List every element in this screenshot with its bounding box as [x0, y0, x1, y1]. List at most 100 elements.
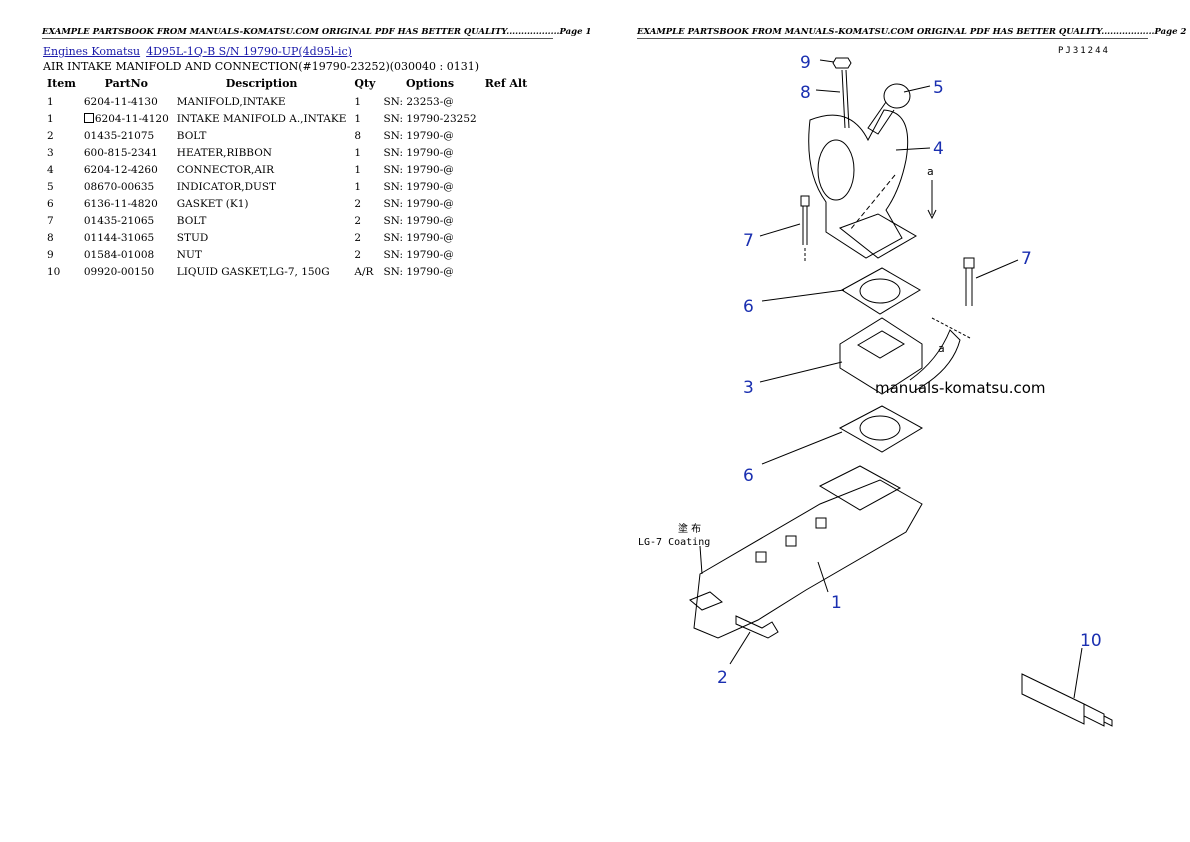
cell-partno-text: 01144-31065	[83, 231, 155, 244]
cell-options: SN: 23253-@	[379, 93, 480, 110]
cell-options: SN: 19790-@	[379, 127, 480, 144]
cell-qty: 8	[350, 127, 379, 144]
callout-3: 3	[743, 378, 754, 398]
cell-options: SN: 19790-@	[379, 144, 480, 161]
cell-item: 9	[43, 246, 80, 263]
cell-description: GASKET (K1)	[173, 195, 351, 212]
cell-description-text: BOLT	[176, 214, 207, 227]
cell-partno-text: 600-815-2341	[83, 146, 158, 159]
cell-qty-text: 1	[354, 146, 362, 159]
callout-6-lower: 6	[743, 466, 754, 486]
page-banner-1: EXAMPLE PARTSBOOK FROM MANUALS-KOMATSU.C…	[42, 27, 592, 39]
cell-options-text: SN: 19790-@	[383, 146, 454, 159]
cell-description-text: BOLT	[176, 129, 207, 142]
cell-item-text: 1	[47, 112, 54, 125]
cell-ref-alt	[481, 144, 532, 161]
callout-5: 5	[933, 78, 944, 98]
cell-qty-text: 2	[354, 214, 362, 227]
parts-diagram: PJ31244	[638, 46, 1113, 727]
cell-partno: 09920-00150	[80, 263, 173, 280]
cell-options: SN: 19790-@	[379, 161, 480, 178]
callout-6-upper: 6	[743, 297, 754, 317]
cell-item-text: 4	[47, 163, 54, 176]
header-qty: Qty	[354, 77, 376, 90]
cell-item: 6	[43, 195, 80, 212]
cell-options-text: SN: 19790-@	[383, 197, 454, 210]
cell-partno-text: 6204-11-4130	[83, 95, 158, 108]
cell-item-text: 10	[47, 265, 61, 278]
cell-item: 1	[43, 93, 80, 110]
checkbox-icon	[83, 112, 94, 123]
cell-ref-alt	[481, 161, 532, 178]
cell-options-text: SN: 19790-@	[383, 180, 454, 193]
cell-item-text: 6	[47, 197, 54, 210]
cell-qty-text: 2	[354, 231, 362, 244]
cell-options-text: SN: 19790-@	[383, 214, 454, 227]
coating-jp-label: 塗 布	[678, 522, 701, 535]
cell-qty: 1	[350, 161, 379, 178]
cell-description-text: CONNECTOR,AIR	[176, 163, 274, 176]
cell-partno-text: 01435-21075	[83, 129, 155, 142]
cell-item: 5	[43, 178, 80, 195]
cell-options: SN: 19790-@	[379, 212, 480, 229]
cell-description: BOLT	[173, 212, 351, 229]
cell-qty: 1	[350, 93, 379, 110]
cell-qty-text: 2	[354, 197, 362, 210]
page-banner-2: EXAMPLE PARTSBOOK FROM MANUALS-KOMATSU.C…	[637, 27, 1187, 39]
header-partno: PartNo	[104, 77, 149, 90]
watermark: manuals-komatsu.com	[875, 379, 1046, 397]
cell-qty: 1	[350, 144, 379, 161]
cell-description-text: INTAKE MANIFOLD A.,INTAKE	[176, 112, 347, 125]
cell-item-text: 5	[47, 180, 54, 193]
cell-options-text: SN: 19790-23252	[383, 112, 477, 125]
header-ref-alt: Ref Alt	[484, 77, 528, 90]
cell-partno: 01435-21065	[80, 212, 173, 229]
table-row: 10 09920-00150 LIQUID GASKET,LG-7, 150G A/R…	[43, 263, 531, 280]
cell-description: HEATER,RIBBON	[173, 144, 351, 161]
cell-partno-text: 08670-00635	[83, 180, 155, 193]
cell-qty-text: A/R	[354, 265, 374, 278]
cell-description-text: MANIFOLD,INTAKE	[176, 95, 286, 108]
cell-options-text: SN: 19790-@	[383, 163, 454, 176]
cell-description: CONNECTOR,AIR	[173, 161, 351, 178]
cell-partno: 6204-11-4130	[80, 93, 173, 110]
cell-description: INTAKE MANIFOLD A.,INTAKE	[173, 110, 351, 127]
cell-item: 7	[43, 212, 80, 229]
parts-table: Item PartNo Description Qty Options Ref …	[43, 76, 531, 280]
table-header-row: Item PartNo Description Qty Options Ref …	[43, 76, 531, 93]
cell-qty-text: 1	[354, 180, 362, 193]
diagram-code: PJ31244	[1058, 46, 1110, 56]
cell-qty-text: 8	[354, 129, 362, 142]
cell-partno-text: 6204-11-4120	[94, 112, 169, 125]
callout-2: 2	[717, 668, 728, 688]
cell-description: STUD	[173, 229, 351, 246]
cell-options-text: SN: 19790-@	[383, 231, 454, 244]
cell-description: LIQUID GASKET,LG-7, 150G	[173, 263, 351, 280]
cell-description-text: LIQUID GASKET,LG-7, 150G	[176, 265, 330, 278]
breadcrumb-link-model[interactable]: 4D95L-1Q-B S/N 19790-UP(4d95l-ic)	[146, 45, 352, 58]
cell-item-text: 9	[47, 248, 54, 261]
cell-description-text: GASKET (K1)	[176, 197, 249, 210]
cell-options: SN: 19790-@	[379, 246, 480, 263]
cell-ref-alt	[481, 246, 532, 263]
cell-ref-alt	[481, 178, 532, 195]
cell-partno-text: 09920-00150	[83, 265, 155, 278]
breadcrumb-link-engines[interactable]: Engines Komatsu	[43, 45, 141, 58]
cell-ref-alt	[481, 93, 532, 110]
cell-partno: 01435-21075	[80, 127, 173, 144]
cell-partno: 01584-01008	[80, 246, 173, 263]
cell-qty-text: 1	[354, 163, 362, 176]
cell-partno: 01144-31065	[80, 229, 173, 246]
callout-8: 8	[800, 83, 811, 103]
cell-partno-text: 01584-01008	[83, 248, 155, 261]
callout-4: 4	[933, 139, 944, 159]
cell-item: 2	[43, 127, 80, 144]
cell-description: MANIFOLD,INTAKE	[173, 93, 351, 110]
cell-options-text: SN: 19790-@	[383, 265, 454, 278]
